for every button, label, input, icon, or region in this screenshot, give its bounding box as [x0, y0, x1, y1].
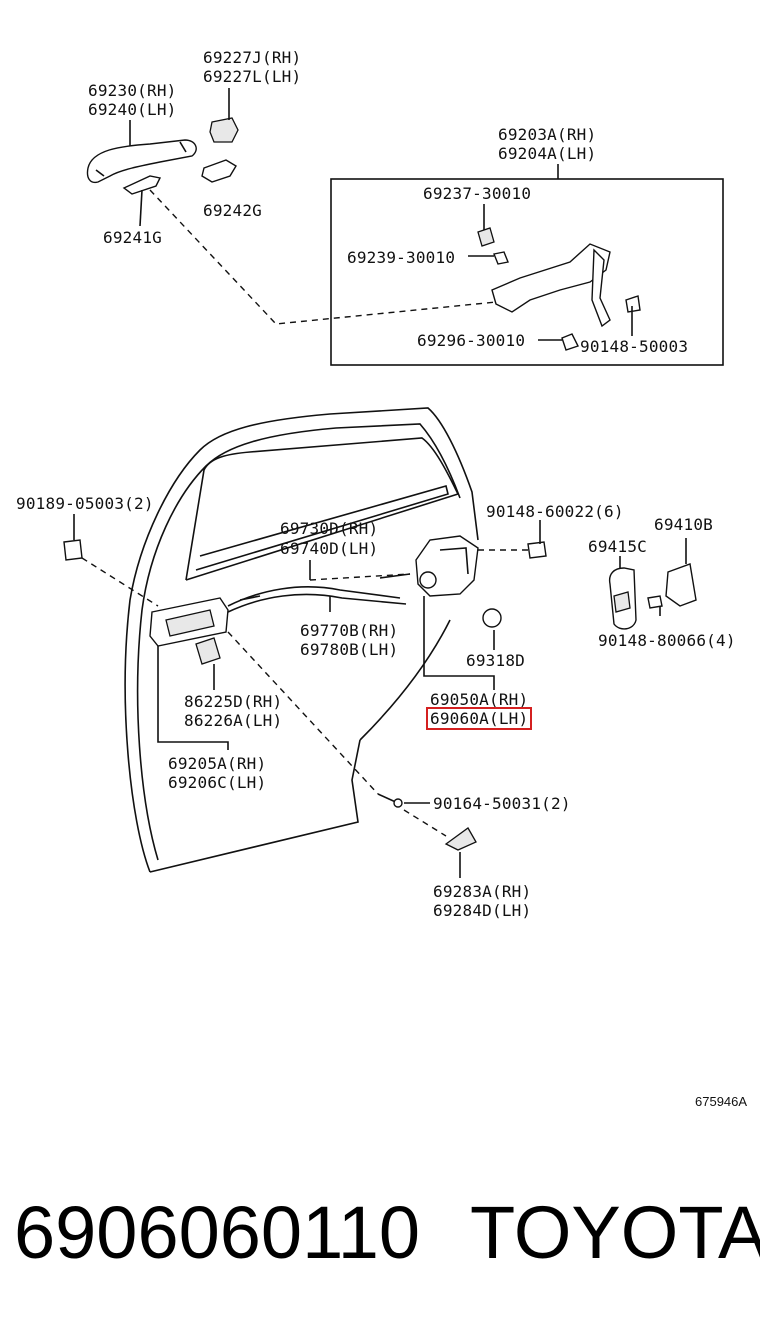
label-90189-05003: 90189-05003(2)	[16, 494, 154, 513]
grommet-69318D	[482, 608, 502, 628]
label-69740D: 69740D(LH)	[280, 539, 379, 558]
label-69242G: 69242G	[203, 201, 262, 220]
label-69410B: 69410B	[654, 515, 713, 534]
label-69060A-highlighted: 69060A(LH)	[425, 707, 533, 730]
label-69237-30010: 69237-30010	[423, 184, 532, 203]
leader-69050A	[423, 596, 495, 690]
clip-90189	[63, 539, 83, 561]
label-69296-30010: 69296-30010	[417, 331, 526, 350]
leader-69205A	[157, 646, 229, 750]
label-69205A: 69205A(RH)	[168, 754, 267, 773]
label-69770B: 69770B(RH)	[300, 621, 399, 640]
door-latch-drawing	[415, 535, 547, 628]
label-69227J: 69227J(RH)	[203, 48, 302, 67]
dashed-69283A	[403, 809, 447, 837]
striker-drawing	[608, 563, 697, 630]
label-90148-50003: 90148-50003	[580, 337, 689, 356]
label-69318D: 69318D	[466, 651, 525, 670]
lock-knob-69283A	[444, 827, 477, 851]
label-69240: 69240(LH)	[88, 100, 177, 119]
label-69203A: 69203A(RH)	[498, 125, 597, 144]
label-86226A: 86226A(LH)	[184, 711, 283, 730]
dashed-90189	[81, 557, 159, 607]
brand-name: TOYOTA	[470, 1191, 760, 1274]
label-69283A: 69283A(RH)	[433, 882, 532, 901]
frame-assembly-drawing	[477, 227, 641, 351]
label-69730D: 69730D(RH)	[280, 519, 379, 538]
label-69204A: 69204A(LH)	[498, 144, 597, 163]
label-90148-60022: 90148-60022(6)	[486, 502, 624, 521]
label-69780B: 69780B(LH)	[300, 640, 399, 659]
label-69230: 69230(RH)	[88, 81, 177, 100]
door-outline	[124, 407, 479, 873]
label-86225D: 86225D(RH)	[184, 692, 283, 711]
label-69415C: 69415C	[588, 537, 647, 556]
label-90148-80066: 90148-80066(4)	[598, 631, 736, 650]
dashed-link-handle	[149, 189, 497, 325]
label-69241G: 69241G	[103, 228, 162, 247]
frame-assembly-box	[330, 178, 724, 366]
dashed-90164	[227, 631, 379, 795]
label-69206C: 69206C(LH)	[168, 773, 267, 792]
part-number: 6906060110	[14, 1191, 421, 1274]
outside-handle-drawing	[86, 117, 239, 195]
leader-69241G	[139, 189, 143, 227]
inside-handle-drawing	[149, 573, 411, 665]
label-69227L: 69227L(LH)	[203, 67, 302, 86]
label-69050A: 69050A(RH)	[430, 690, 529, 709]
label-90164-50031: 90164-50031(2)	[433, 794, 571, 813]
washer-90164	[393, 798, 403, 808]
dashed-69730D	[309, 573, 411, 581]
label-69239-30010: 69239-30010	[347, 248, 456, 267]
label-69284D: 69284D(LH)	[433, 901, 532, 920]
diagram-reference: 675946A	[695, 1094, 748, 1109]
